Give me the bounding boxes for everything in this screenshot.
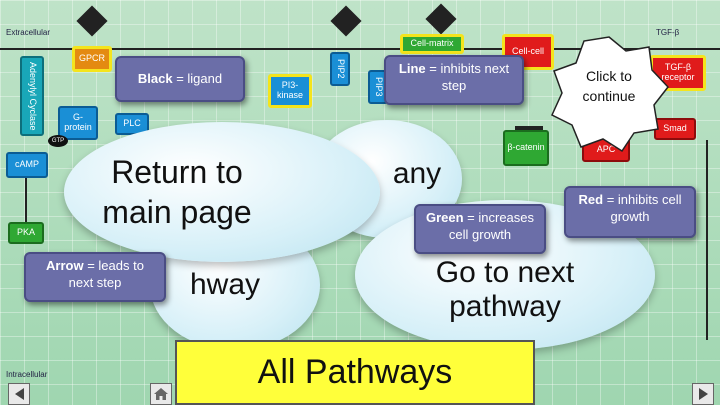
node-cell-matrix[interactable]: Cell-matrix — [400, 34, 464, 54]
callout-line-inhibits: Line = inhibits next step — [384, 55, 524, 105]
callout-arrow-text: = leads to next step — [68, 258, 144, 290]
callout-red-inhibits: Red = inhibits cell growth — [564, 186, 696, 238]
node-pka[interactable]: PKA — [8, 222, 44, 244]
tgf-beta-label: TGF-β — [656, 28, 680, 37]
node-pip2[interactable]: PIP2 — [330, 52, 350, 86]
node-adenylyl-cyclase[interactable]: Adenylyl Cyclase — [20, 56, 44, 136]
bubble-return-main[interactable]: Return to main page — [64, 122, 380, 262]
callout-red-text: = inhibits cell growth — [603, 192, 682, 224]
callout-arrow-leads: Arrow = leads to next step — [24, 252, 166, 302]
node-smad[interactable]: Smad — [654, 118, 696, 140]
node-plc[interactable]: PLC — [115, 113, 149, 135]
home-icon — [154, 388, 168, 400]
callout-red-key: Red — [578, 192, 604, 207]
forward-triangle-icon — [698, 388, 708, 400]
callout-green-text: = increases cell growth — [448, 210, 535, 242]
node-camp[interactable]: cAMP — [6, 152, 48, 178]
callout-line-text: = inhibits next step — [425, 61, 510, 93]
all-pathways-banner[interactable]: All Pathways — [175, 340, 535, 405]
bubble-next-text: Go to next pathway — [435, 255, 575, 324]
bubble-return-text: Return to main page — [102, 154, 252, 230]
node-gpcr[interactable]: GPCR — [72, 46, 112, 72]
node-cell-cell[interactable]: Cell-cell — [502, 34, 554, 70]
intracellular-label: Intracellular — [6, 370, 48, 379]
callout-line-key: Line — [398, 61, 426, 76]
callout-green-increases: Green = increases cell growth — [414, 204, 546, 254]
click-to-continue-label: Click to continue — [582, 68, 636, 105]
node-beta-catenin[interactable]: β-catenin — [503, 130, 549, 166]
callout-black-key: Black — [137, 71, 173, 86]
all-pathways-label: All Pathways — [257, 353, 453, 391]
bubble-previous-text: hway — [189, 268, 261, 301]
back-triangle-icon — [14, 388, 24, 400]
arrow-camp-pka — [25, 178, 27, 222]
click-to-continue-button[interactable] — [548, 35, 670, 153]
callout-black-text: = ligand — [172, 71, 223, 86]
forward-button[interactable] — [692, 383, 714, 405]
pathway-line — [706, 140, 708, 340]
home-button[interactable] — [150, 383, 172, 405]
callout-green-key: Green — [425, 210, 464, 225]
callout-arrow-key: Arrow — [46, 258, 84, 273]
extracellular-label: Extracellular — [6, 28, 51, 37]
back-button[interactable] — [8, 383, 30, 405]
node-gtp: GTP — [48, 135, 68, 147]
membrane-line — [0, 48, 720, 50]
callout-black-ligand: Black = ligand — [115, 56, 245, 102]
bubble-many-text: any — [392, 157, 442, 190]
node-g-protein[interactable]: G-protein — [58, 106, 98, 140]
node-pi3-kinase[interactable]: PI3-kinase — [268, 74, 312, 108]
inhibit-bar — [515, 126, 543, 130]
